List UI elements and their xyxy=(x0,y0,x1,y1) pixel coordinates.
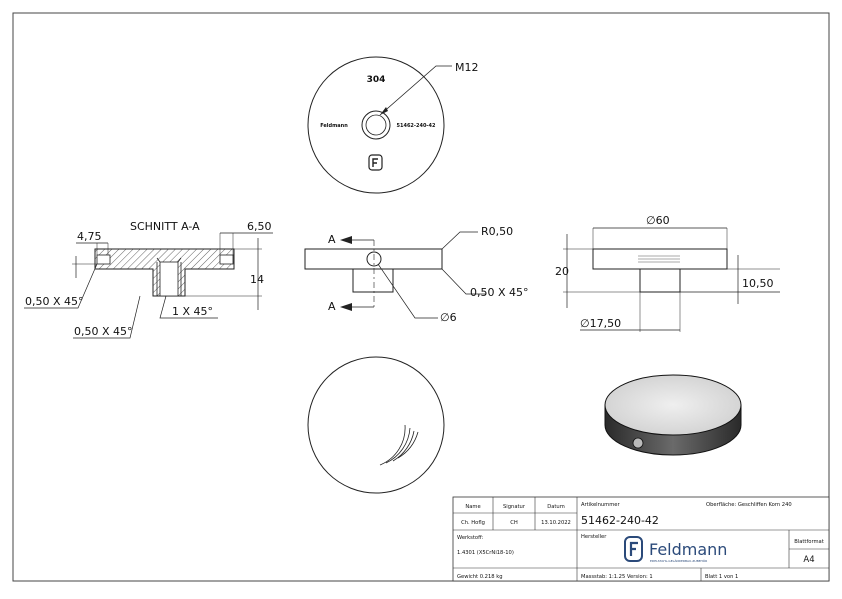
tb-workshop-label: Werkstoff: xyxy=(457,535,484,541)
thread-leader xyxy=(379,65,452,116)
thread-label: M12 xyxy=(455,61,479,74)
side-chamfer-label: 0,50 X 45° xyxy=(470,286,529,299)
title-block: Name Signatur Datum Ch. Hoflg CH 13.10.2… xyxy=(452,496,830,582)
dim-14: 14 xyxy=(250,273,264,286)
tb-material: 1.4301 (X5CrNi18-10) xyxy=(457,550,514,556)
section-side-hole-right xyxy=(219,254,234,265)
tb-manufacturer-label: Hersteller xyxy=(581,534,607,540)
tb-sheet: Blatt 1 von 1 xyxy=(705,574,738,580)
iso-hole xyxy=(632,437,644,449)
iso-view xyxy=(604,374,742,456)
feldmann-logo-icon xyxy=(624,536,643,562)
drawing-frame xyxy=(12,12,830,582)
tb-scale: Massstab: 1:1.25 Version: 1 xyxy=(581,574,653,580)
dim-diameter-60: ∅60 xyxy=(646,214,670,227)
dim-4-75: 4,75 xyxy=(77,230,102,243)
thread-hole-outer xyxy=(361,110,391,140)
tb-sheet-format-label: Blattformat xyxy=(794,539,824,545)
part-mark: 51462-240-42 xyxy=(397,123,436,129)
dim-height-10-50: 10,50 xyxy=(742,277,774,290)
thread-leader-arrow-icon xyxy=(380,107,388,115)
tb-article-number: 51462-240-42 xyxy=(581,514,659,527)
tb-sheet-format: A4 xyxy=(803,555,814,565)
radius-label: R0,50 xyxy=(481,225,513,238)
top-view: 304 Feldmann 51462-240-42 M12 xyxy=(307,56,479,194)
disc-outline xyxy=(307,56,445,194)
chamfer-label-c: 1 X 45° xyxy=(172,305,213,318)
chamfer-label-a: 0,50 X 45° xyxy=(25,295,84,308)
tb-company: Feldmann xyxy=(649,540,727,559)
dim-diameter-17-50: ∅17,50 xyxy=(580,317,621,330)
section-side-hole-left xyxy=(96,254,111,265)
rear-view xyxy=(307,356,445,494)
section-title: SCHNITT A-A xyxy=(130,220,200,233)
iso-face xyxy=(604,374,742,436)
tb-date-label: Datum xyxy=(547,504,565,510)
tb-signature-label: Signatur xyxy=(503,504,526,510)
section-bore xyxy=(159,261,179,297)
tb-weight: Gewicht 0.218 kg xyxy=(457,574,503,580)
thread-hole-inner xyxy=(365,114,387,136)
tb-article-label: Artikelnummer xyxy=(581,502,620,508)
section-arrow-bottom-icon xyxy=(340,303,352,311)
tb-surface: Oberfläche: Geschliffen Korn 240 xyxy=(706,502,792,508)
section-mark-bottom: A xyxy=(328,300,336,313)
section-arrow-top-icon xyxy=(340,236,352,244)
chamfer-label-b: 0,50 X 45° xyxy=(74,325,133,338)
tb-date-value: 13.10.2022 xyxy=(541,520,571,526)
feldmann-logo-small-icon xyxy=(368,154,383,171)
section-view: SCHNITT A-A 4,75 6,50 14 0,50 X 45° xyxy=(24,220,273,339)
section-mark-top: A xyxy=(328,233,336,246)
dim-height-20: 20 xyxy=(555,265,569,278)
brand-mark: Feldmann xyxy=(320,123,348,129)
rear-disc-outline xyxy=(307,356,445,494)
tb-company-tagline: EDELSTAHL-GELÄNDERBAU-ZUBEHÖR xyxy=(650,558,707,563)
side-pin xyxy=(352,268,394,293)
right-pin xyxy=(639,268,681,293)
dim-6-50: 6,50 xyxy=(247,220,272,233)
side-view: A A R0,50 0,50 X 45° ∅6 xyxy=(304,225,529,324)
hole-label: ∅6 xyxy=(440,311,457,324)
material-mark: 304 xyxy=(367,75,386,85)
right-view: ∅60 20 10,50 ∅17,50 xyxy=(555,214,780,332)
tb-name-label: Name xyxy=(465,504,480,510)
tb-signature-value: CH xyxy=(510,520,518,526)
tb-name-value: Ch. Hoflg xyxy=(461,520,485,526)
